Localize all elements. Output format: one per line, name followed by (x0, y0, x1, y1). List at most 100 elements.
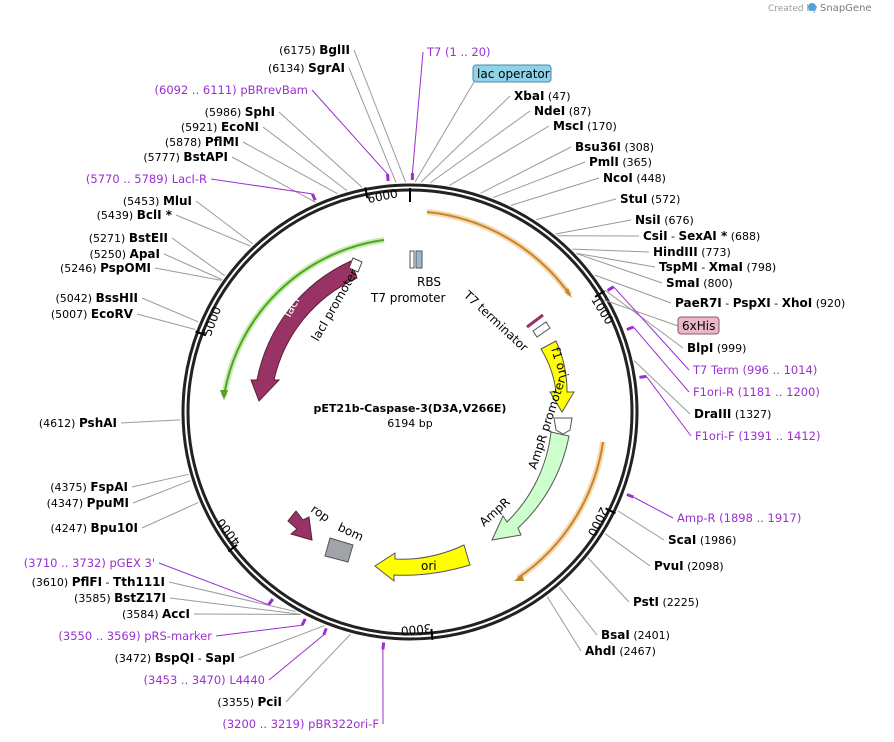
site-econi[interactable]: (5921) EcoNI (181, 120, 348, 192)
primer-annotations: T7 (1 .. 20)(6092 .. 6111) pBRrevBam(577… (24, 45, 821, 731)
primer-name: F1ori-R (693, 385, 734, 399)
site-draiii[interactable]: DraIII (1327) (633, 360, 771, 421)
site-pos: (676) (664, 214, 694, 227)
site-label: ScaI (1986) (668, 533, 736, 547)
primer-prsmarker[interactable]: (3550 .. 3569) pRS-marker (58, 618, 307, 643)
primer-label: Amp-R (1898 .. 1917) (677, 511, 801, 525)
primer-f1orif[interactable]: F1ori-F (1391 .. 1412) (639, 374, 820, 443)
primer-name: F1ori-F (695, 429, 735, 443)
site-name: HindIII (653, 245, 698, 259)
site-bsai[interactable]: BsaI (2401) (558, 586, 670, 642)
primer-pbrrevbam[interactable]: (6092 .. 6111) pBRrevBam (155, 83, 390, 182)
primer-mark (639, 374, 647, 379)
site-fspai[interactable]: (4375) FspAI (50, 473, 189, 494)
site-connector (231, 156, 316, 203)
primer-range: (6092 .. 6111) (155, 83, 237, 97)
site-scai[interactable]: ScaI (1986) (617, 510, 737, 547)
site-pmli[interactable]: PmlI (365) (493, 155, 652, 199)
site-bglii[interactable]: (6175) BglII (279, 43, 407, 183)
site-connector (169, 597, 301, 615)
site-csii[interactable]: CsiI - SexAI * (688) (557, 229, 761, 243)
site-pshai[interactable]: (4612) PshAI (39, 416, 181, 430)
site-apai[interactable]: (5250) ApaI (89, 247, 223, 281)
site-connector (604, 289, 684, 349)
site-bsteii[interactable]: (5271) BstEII (89, 231, 226, 277)
site-paer7i[interactable]: PaeR7I - PspXI - XhoI (920) (594, 274, 846, 310)
feature-laci[interactable]: lacI (250, 260, 358, 402)
site-ahdi[interactable]: AhdI (2467) (546, 596, 656, 658)
site-ndei[interactable]: NdeI (87) (429, 104, 591, 184)
site-pos: (308) (625, 141, 655, 154)
site-name: BstZ17I (114, 591, 166, 605)
site-pos: (448) (636, 172, 666, 185)
site-label: (5453) MluI (123, 194, 192, 208)
site-name: DraIII (694, 407, 731, 421)
site-pos: (800) (703, 277, 733, 290)
site-label: MscI (170) (553, 119, 617, 133)
site-bcli[interactable]: (5439) BclI * (97, 208, 251, 247)
site-bsshii[interactable]: (5042) BssHII (56, 291, 199, 323)
primer-lacir[interactable]: (5770 .. 5789) LacI-R (86, 172, 317, 201)
primer-t7term[interactable]: T7 Term (996 .. 1014) (606, 285, 818, 377)
primer-mark (626, 325, 634, 331)
primer-pgex3[interactable]: (3710 .. 3732) pGEX 3' (24, 556, 274, 606)
site-pflfi[interactable]: (3610) PflFI - Tth111I (32, 575, 296, 613)
primer-range: (3453 .. 3470) (144, 673, 226, 687)
site-msci[interactable]: MscI (170) (449, 119, 617, 186)
site-pos: (5921) (181, 121, 218, 134)
site-xbai[interactable]: XbaI (47) (420, 89, 571, 183)
site-nsii[interactable]: NsiI (676) (555, 213, 694, 235)
site-mlui[interactable]: (5453) MluI (123, 194, 254, 245)
site-label: BsaI (2401) (601, 628, 670, 642)
lac-operator-box[interactable]: lac operator (414, 64, 552, 183)
site-ncoi[interactable]: NcoI (448) (510, 171, 666, 206)
primer-mark (310, 193, 317, 201)
6xhis-box[interactable]: 6xHis (603, 299, 720, 335)
primer-l4440[interactable]: (3453 .. 3470) L4440 (144, 627, 328, 687)
site-label: (4247) Bpu10I (50, 521, 138, 535)
site-psti[interactable]: PstI (2225) (587, 557, 699, 609)
site-pspomi[interactable]: (5246) PspOMI (60, 261, 222, 281)
site-label: Bsu36I (308) (575, 140, 654, 154)
feature-ori[interactable]: ori (374, 544, 471, 583)
primer-ampr[interactable]: Amp-R (1898 .. 1917) (626, 493, 801, 525)
feature-rop[interactable]: rop (287, 502, 332, 541)
primer-f1orir[interactable]: F1ori-R (1181 .. 1200) (626, 325, 820, 399)
primer-connector (613, 286, 690, 371)
site-name: PmlI (589, 155, 619, 169)
feature-rbs[interactable]: RBS (415, 250, 441, 289)
site-connector (175, 214, 251, 247)
primer-label: (3200 .. 3219) pBR322ori-F (222, 717, 379, 731)
site-stui[interactable]: StuI (572) (535, 192, 680, 221)
primer-range: (5770 .. 5789) (86, 172, 168, 186)
site-connector (163, 253, 223, 281)
site-blpi[interactable]: BlpI (999) (604, 289, 746, 355)
site-pcii[interactable]: (3355) PciI (217, 633, 351, 709)
site-connector (429, 110, 531, 184)
site-hindiii[interactable]: HindIII (773) (572, 245, 731, 259)
site-connector (242, 141, 338, 195)
site-smai[interactable]: SmaI (800) (576, 253, 733, 290)
site-sgrai[interactable]: (6134) SgrAI (268, 61, 397, 183)
site-ecorv[interactable]: (5007) EcoRV (51, 307, 196, 331)
site-pvui[interactable]: PvuI (2098) (604, 533, 724, 573)
site-sphi[interactable]: (5986) SphI (205, 105, 363, 188)
brand-name: SnapGene (820, 3, 872, 14)
feature-ampr[interactable]: AmpR (477, 431, 570, 541)
site-bpu10i[interactable]: (4247) Bpu10I (50, 502, 199, 535)
site-ppumi[interactable]: (4347) PpuMI (47, 480, 191, 510)
site-bspqi[interactable]: (3472) BspQI - SapI (115, 625, 325, 665)
feature-t7-promoter[interactable]: T7 promoter (370, 250, 446, 305)
primer-pbr322orif[interactable]: (3200 .. 3219) pBR322ori-F (222, 642, 386, 731)
primer-t7[interactable]: T7 (1 .. 20) (410, 45, 491, 181)
site-connector (131, 473, 189, 488)
site-tspmi[interactable]: TspMI - XmaI (798) (576, 252, 777, 274)
site-bstapi[interactable]: (5777) BstAPI (143, 150, 316, 203)
primer-mark (267, 598, 274, 606)
site-acci[interactable]: (3584) AccI (122, 607, 301, 621)
feature-bom[interactable]: bom (324, 520, 366, 563)
site-bstz17i[interactable]: (3585) BstZ17I (74, 591, 301, 615)
site-label: (5921) EcoNI (181, 120, 259, 134)
site-bsu36i[interactable]: Bsu36I (308) (480, 140, 654, 194)
site-pflmi[interactable]: (5878) PflMI (165, 135, 338, 195)
